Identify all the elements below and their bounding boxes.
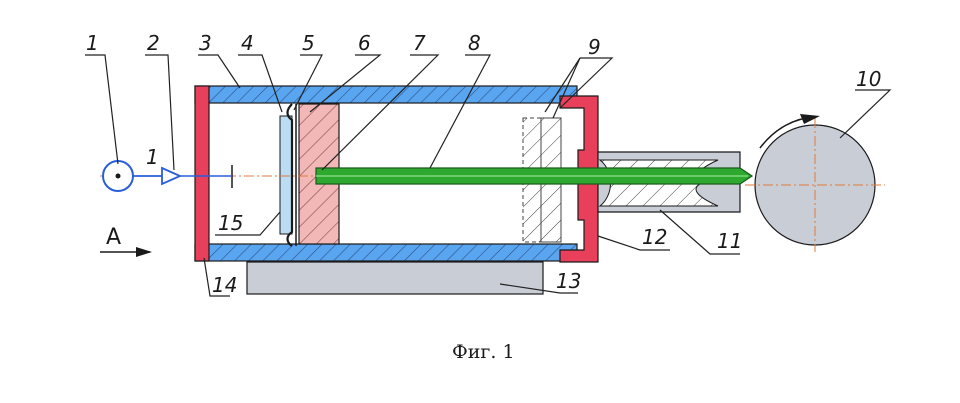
signal-label: 1 <box>146 145 159 169</box>
rotation-arrow-head <box>800 114 820 124</box>
signal-source-dot <box>115 173 121 179</box>
label-1: 1 <box>86 31 99 55</box>
label-14: 14 <box>212 273 237 297</box>
view-label: A <box>106 225 121 250</box>
left-cover <box>194 85 210 262</box>
base-plate <box>246 261 544 295</box>
label-5: 5 <box>302 31 315 55</box>
label-2: 2 <box>147 31 160 55</box>
label-8: 8 <box>468 31 481 55</box>
membrane <box>279 115 293 235</box>
view-arrow-head <box>136 247 152 257</box>
label-10: 10 <box>856 67 881 91</box>
diaphragm <box>286 103 294 247</box>
figure-caption: Фиг. 1 <box>452 341 515 363</box>
label-7: 7 <box>413 31 426 55</box>
label-3: 3 <box>199 31 212 55</box>
cylinder-top-wall <box>194 85 578 104</box>
label-6: 6 <box>358 31 371 55</box>
label-9: 9 <box>588 35 601 59</box>
cylinder-bottom-wall <box>194 243 578 262</box>
label-13: 13 <box>556 269 581 293</box>
label-4: 4 <box>241 31 254 55</box>
sensor-triangle <box>161 166 183 186</box>
label-12: 12 <box>642 225 667 249</box>
label-15: 15 <box>218 211 243 235</box>
label-11: 11 <box>717 229 742 253</box>
leader-lines <box>85 54 892 297</box>
